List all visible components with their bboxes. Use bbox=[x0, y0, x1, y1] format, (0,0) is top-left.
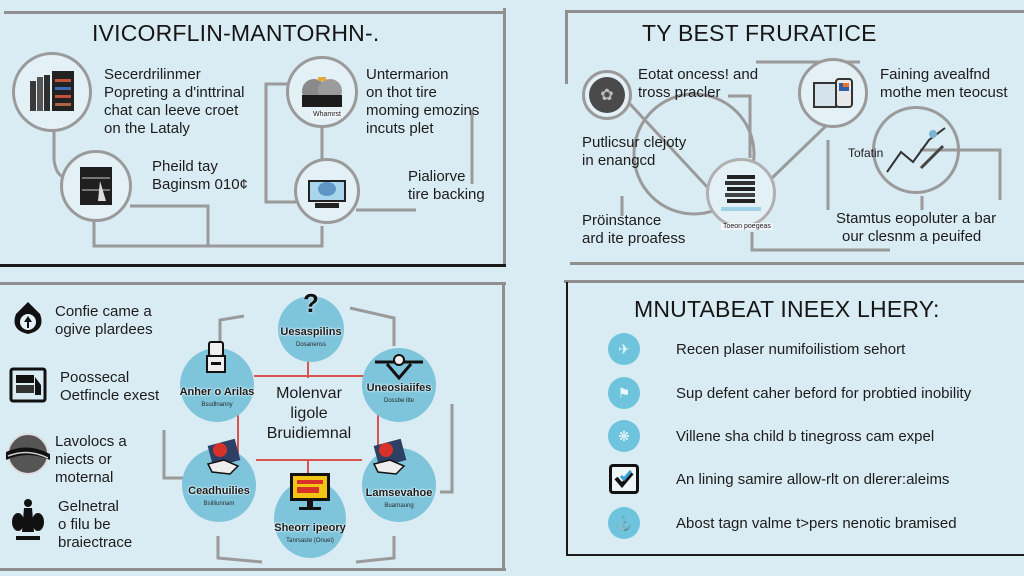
bubble-sublabel: Bsudlnanny bbox=[201, 402, 233, 408]
rule-text: Abost tagn valme t>pers nenotic bramised bbox=[676, 514, 957, 532]
panel-bottom-right: MNUTABEAT INEEX LHERY: ✈ Recen plaser nu… bbox=[560, 270, 1024, 576]
figure-icon: ⚑ bbox=[608, 377, 640, 409]
legend-text: Gelnetral o filu be braiectrace bbox=[58, 498, 133, 551]
plane-icon: ✈ bbox=[608, 333, 640, 365]
bubble-sublabel: Dossbe itte bbox=[383, 398, 414, 404]
chart-sketch-icon bbox=[886, 127, 946, 173]
frame-left bbox=[565, 10, 568, 84]
panel-top-right: TY BEST FRURATICE ✿ Eotat oncess! and tr… bbox=[560, 0, 1024, 270]
panel-bottom-left: Confie came a ogive plardees Poossecal O… bbox=[0, 270, 560, 576]
node-ring-shield: ✿ bbox=[582, 70, 632, 120]
hub-bubble-upper-left[interactable]: Anher o Arilas Bsudlnanny bbox=[179, 341, 255, 422]
panel-title: IVICORFLIN-MANTORHN-. bbox=[92, 20, 380, 46]
rule-item[interactable]: ✈ Recen plaser numifoilistiom sehort bbox=[608, 332, 1018, 366]
bubble-sublabel: Bsilliunnam bbox=[203, 501, 235, 507]
hub-center-label: Molenvar ligole Bruidiemnal bbox=[266, 385, 352, 442]
ship-icon: ⚓ bbox=[608, 507, 640, 539]
kiosk-icon bbox=[206, 341, 226, 373]
monitor-icon bbox=[308, 180, 346, 208]
bubble-label: Ceadhuilies bbox=[188, 485, 250, 497]
node-text: Pröinstance ard ite proafess bbox=[582, 212, 686, 247]
bubble-label: Uesaspilins bbox=[280, 326, 342, 338]
node-ring-devices bbox=[798, 58, 868, 128]
bubble-label: Sheorr ipeory bbox=[274, 522, 346, 534]
node-ring-server bbox=[60, 150, 132, 222]
connector-lines bbox=[620, 60, 1002, 252]
bubble-label: Lamsevahoe bbox=[365, 487, 433, 499]
lock-bag-icon bbox=[14, 302, 42, 334]
hub-bubble-bottom[interactable]: Sheorr ipeory Tanrsaste (Onuel) bbox=[274, 473, 346, 558]
frame-top bbox=[565, 10, 1024, 13]
legend-text: Confie came a ogive plardees bbox=[55, 303, 153, 338]
panel-title: TY BEST FRURATICE bbox=[642, 20, 877, 46]
frame-top bbox=[564, 280, 1024, 283]
frame-left bbox=[566, 282, 568, 556]
panel-title: MNUTABEAT INEEX LHERY: bbox=[634, 296, 940, 322]
legend-text: Poossecal Oetfincle exest bbox=[60, 369, 160, 404]
node-text: Faining avealfnd mothe men teocust bbox=[880, 66, 1008, 101]
node-ring-chart bbox=[872, 106, 960, 194]
frame-bottom bbox=[0, 568, 506, 571]
bubble-label: Uneosiaiifes bbox=[366, 382, 432, 394]
node-ring-books bbox=[12, 52, 92, 132]
node-ring-monitor bbox=[294, 158, 360, 224]
bubble-label: Anher o Arilas bbox=[179, 386, 255, 398]
rule-item[interactable]: ⚓ Abost tagn valme t>pers nenotic bramis… bbox=[608, 506, 1018, 540]
hub-bubble-lower-right[interactable]: Lamsevahoe Buarnaung bbox=[362, 438, 436, 522]
rule-item[interactable]: ❋ Villene sha child b tinegross cam expe… bbox=[608, 419, 1018, 453]
alert-monitor-icon bbox=[290, 473, 330, 510]
rule-item[interactable]: An lining samire allow-rlt on dlerer:ale… bbox=[609, 462, 1019, 496]
rule-text: Villene sha child b tinegross cam expel bbox=[676, 427, 935, 445]
frame-top bbox=[0, 282, 506, 285]
documents-stack-icon bbox=[721, 175, 761, 211]
checkbox-checked-icon[interactable] bbox=[609, 464, 639, 494]
node-caption: Tofatin bbox=[848, 146, 884, 160]
rule-item[interactable]: ⚑ Sup defent caher beford for probtied i… bbox=[608, 376, 1018, 410]
node-text: Eotat oncess! and tross pracler bbox=[638, 66, 759, 101]
question-icon: ? bbox=[303, 288, 319, 318]
node-caption: Toeon poegeas bbox=[721, 223, 773, 230]
node-text: Stamtus eopoluter a bar our clesnm a peu… bbox=[836, 210, 997, 245]
frame-bottom bbox=[570, 262, 1024, 265]
node-caption: Whamrst bbox=[311, 111, 343, 118]
legend-text: Lavolocs a niects or moternal bbox=[55, 433, 127, 486]
bubble-sublabel: Buarnaung bbox=[384, 503, 414, 509]
node-ring-brain: Whamrst bbox=[286, 56, 358, 128]
node-text: Putlicsur clejoty in enangcd bbox=[582, 134, 687, 169]
books-icon bbox=[30, 71, 74, 111]
bubble-sublabel: Dosanenss bbox=[295, 342, 327, 348]
frame-bottom bbox=[0, 264, 506, 267]
handshake-icon bbox=[206, 438, 241, 475]
drone-icon bbox=[375, 354, 423, 380]
frame-right bbox=[502, 282, 505, 570]
bubble-sublabel: Tanrsaste (Onuel) bbox=[286, 538, 334, 544]
rule-text: Sup defent caher beford for probtied ino… bbox=[676, 384, 972, 402]
node-text: Untermarion on thot tire moming emozins … bbox=[366, 66, 480, 137]
hub-bubble-top[interactable]: ? Uesaspilins Dosanenss bbox=[278, 288, 344, 362]
handshake-icon bbox=[372, 438, 407, 475]
node-ring-documents: Toeon poegeas bbox=[706, 158, 776, 230]
frame-bottom bbox=[566, 554, 1024, 556]
server-box-icon bbox=[80, 167, 112, 205]
shield-icon: ✿ bbox=[589, 77, 625, 113]
node-text: Secerdrilinmer Popreting a d'inttrinal c… bbox=[104, 66, 245, 137]
document-box-icon bbox=[9, 367, 47, 403]
globe-band-icon bbox=[6, 433, 50, 475]
panel-top-left: IVICORFLIN-MANTORHN-. Secerdrilinmer Pop… bbox=[0, 0, 560, 270]
devices-icon bbox=[813, 78, 853, 108]
chess-figure-icon bbox=[12, 499, 44, 540]
hub-bubble-lower-left[interactable]: Ceadhuilies Bsilliunnam bbox=[182, 438, 256, 522]
brain-icon bbox=[302, 77, 342, 107]
node-text: Pheild tay Baginsm 010¢ bbox=[152, 158, 248, 193]
rule-text: Recen plaser numifoilistiom sehort bbox=[676, 340, 906, 358]
network-icon: ❋ bbox=[608, 420, 640, 452]
frame-top bbox=[4, 11, 504, 14]
rule-text: An lining samire allow-rlt on dlerer:ale… bbox=[676, 470, 950, 488]
frame-right bbox=[503, 8, 506, 266]
node-text: Pialiorve tire backing bbox=[408, 168, 485, 203]
hub-bubble-upper-right[interactable]: Uneosiaiifes Dossbe itte bbox=[362, 348, 436, 422]
